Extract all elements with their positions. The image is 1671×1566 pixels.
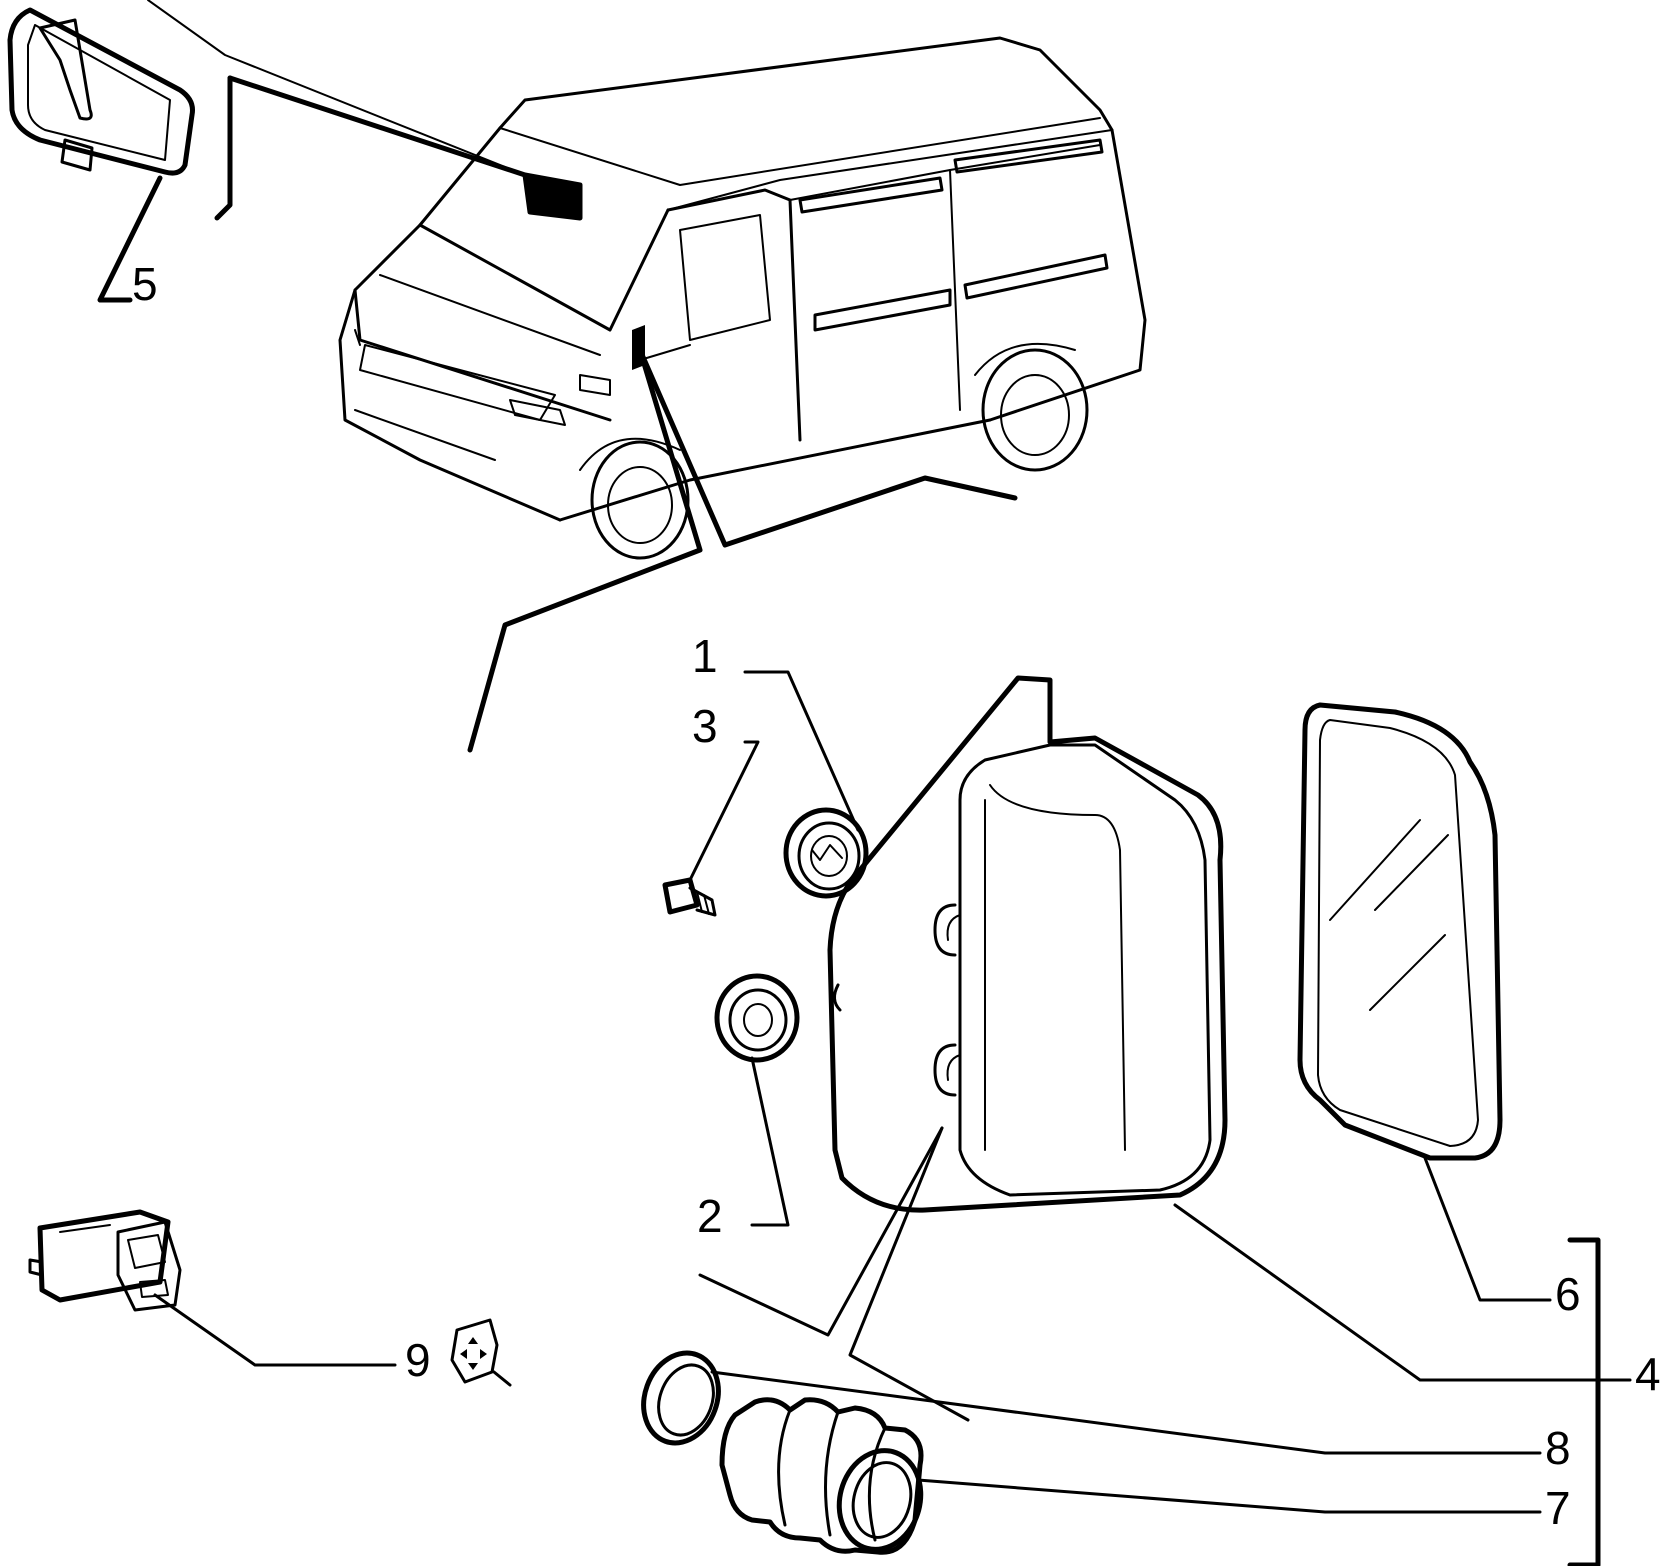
mirror-switch-part-9 <box>28 1209 397 1367</box>
group-bracket <box>1567 1237 1601 1566</box>
callout-5: 5 <box>132 258 158 310</box>
van-illustration <box>338 36 1147 560</box>
four-way-arrows-icon <box>450 1318 512 1387</box>
callout-8: 8 <box>1545 1422 1571 1474</box>
callout-2: 2 <box>697 1190 723 1242</box>
callout-9: 9 <box>405 1334 431 1386</box>
van-pointer-lines <box>147 0 1018 753</box>
grommet-part-2 <box>714 973 800 1227</box>
bellows-boot-part-7 <box>719 1397 1542 1555</box>
callout-7: 7 <box>1545 1482 1571 1534</box>
callout-4: 4 <box>1635 1348 1661 1400</box>
grommet-part-1 <box>743 670 869 899</box>
interior-mirror-part-5 <box>7 7 195 303</box>
boot-pointer-lines <box>698 1126 970 1422</box>
mirror-glass-part-6 <box>1297 702 1552 1302</box>
screw-part-3 <box>662 740 760 917</box>
callout-labels: 1 3 5 2 6 4 8 7 9 <box>132 258 1661 1534</box>
callout-1: 1 <box>692 630 718 682</box>
callout-3: 3 <box>692 700 718 752</box>
ring-part-8 <box>641 1350 1542 1455</box>
exterior-mirror-assembly-part-4 <box>827 675 1632 1382</box>
callout-6: 6 <box>1555 1268 1581 1320</box>
